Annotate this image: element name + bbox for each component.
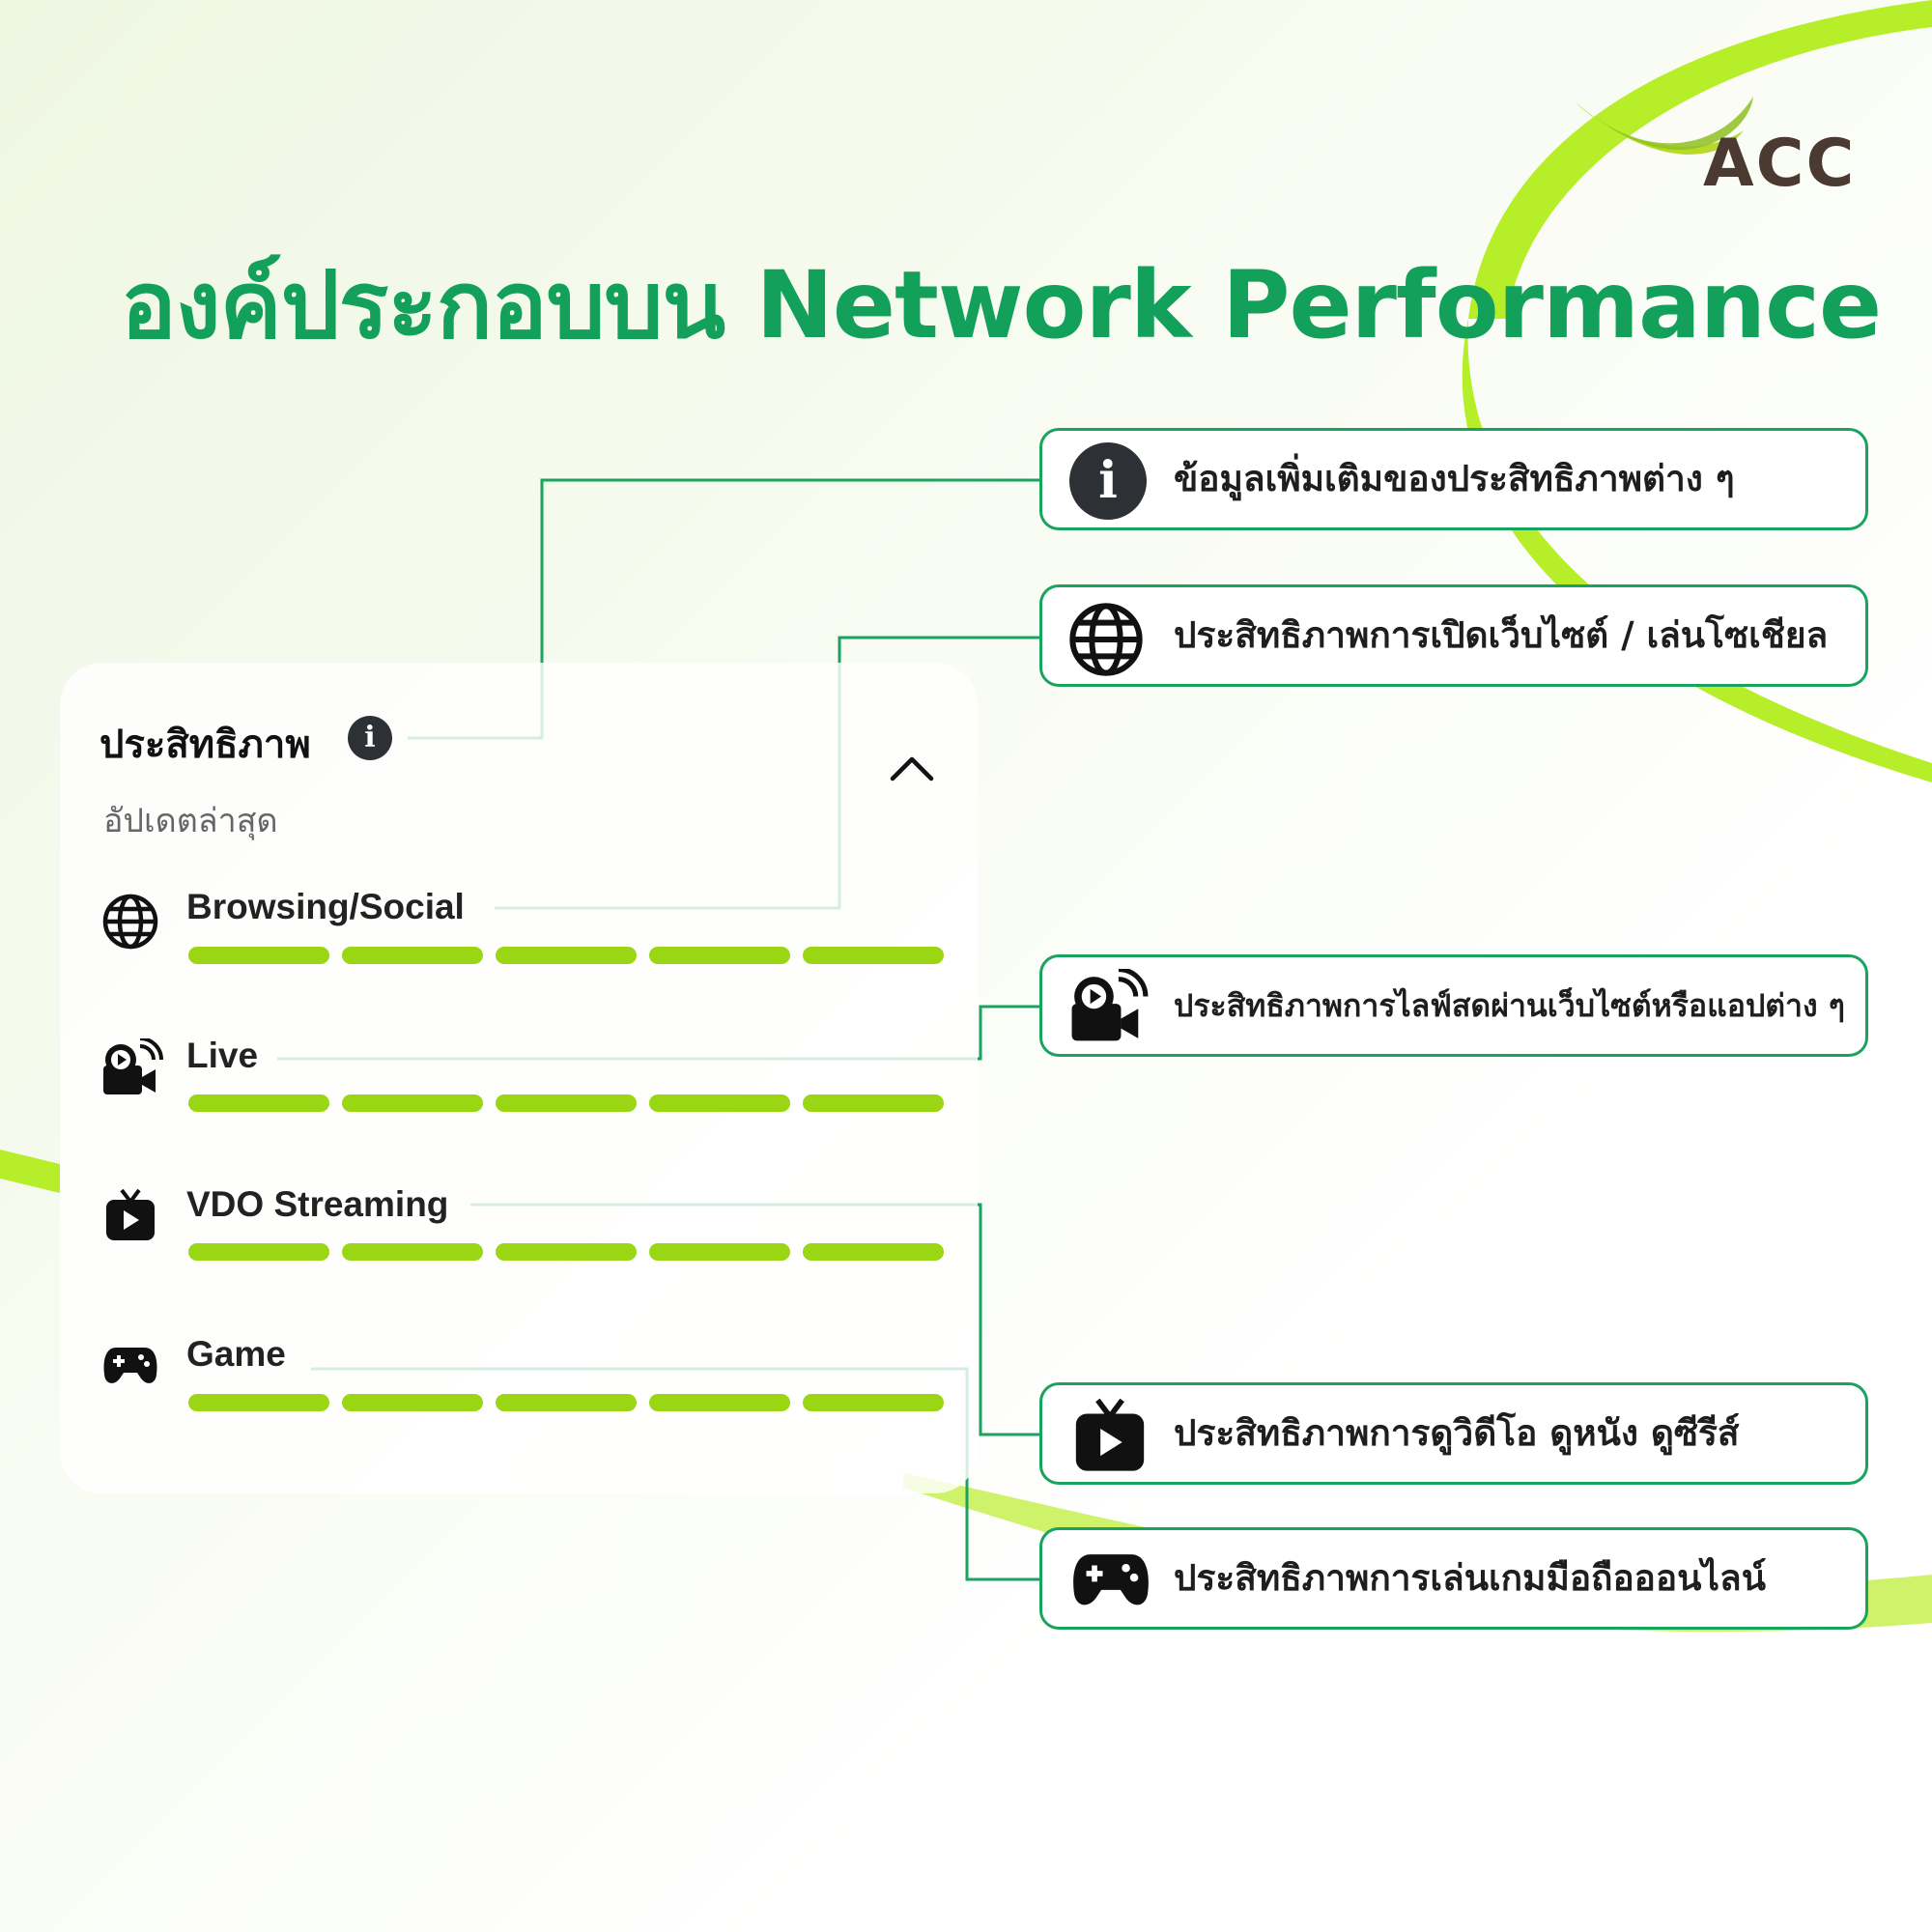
bar-segment bbox=[496, 1094, 637, 1112]
callout-info: i ข้อมูลเพิ่มเติมของประสิทธิภาพต่าง ๆ bbox=[1039, 428, 1868, 530]
bar-segment bbox=[496, 1243, 637, 1261]
bar-segment bbox=[188, 1094, 329, 1112]
performance-bars-live bbox=[188, 1094, 944, 1112]
acc-logo-text: ACC bbox=[1703, 126, 1857, 202]
row-label-vdo: VDO Streaming bbox=[186, 1184, 449, 1224]
gamepad-icon bbox=[103, 1348, 157, 1383]
ribbon-top-right bbox=[1468, 0, 1932, 319]
bar-segment bbox=[188, 1243, 329, 1261]
row-label-game: Game bbox=[186, 1334, 286, 1374]
row-label-live: Live bbox=[186, 1036, 259, 1075]
page-title: องค์ประกอบบน Network Performance bbox=[121, 251, 1882, 359]
bar-segment bbox=[649, 1094, 790, 1112]
bar-segment bbox=[803, 947, 944, 964]
ribbon-left bbox=[0, 1150, 60, 1193]
performance-bars-browsing bbox=[188, 947, 944, 964]
globe-icon bbox=[1069, 603, 1143, 676]
bar-segment bbox=[496, 1394, 637, 1411]
bar-segment bbox=[649, 1394, 790, 1411]
callout-text: ประสิทธิภาพการไลฟ์สดผ่านเว็บไซต์หรือแอปต… bbox=[1174, 987, 1845, 1024]
bar-segment bbox=[803, 1094, 944, 1112]
bar-segment bbox=[342, 1094, 483, 1112]
live-camera-icon bbox=[103, 1038, 163, 1094]
acc-logo-swoosh bbox=[1575, 97, 1753, 155]
globe-icon bbox=[102, 894, 158, 950]
bar-segment bbox=[342, 1243, 483, 1261]
ribbon-arc bbox=[1462, 319, 1932, 782]
tv-play-icon bbox=[1075, 1398, 1145, 1471]
callout-live: ประสิทธิภาพการไลฟ์สดผ่านเว็บไซต์หรือแอปต… bbox=[1039, 954, 1868, 1057]
info-icon: i bbox=[1069, 442, 1147, 520]
bar-segment bbox=[649, 947, 790, 964]
bar-segment bbox=[342, 947, 483, 964]
bar-segment bbox=[803, 1394, 944, 1411]
bar-segment bbox=[649, 1243, 790, 1261]
callout-text: ประสิทธิภาพการดูวิดีโอ ดูหนัง ดูซีรีส์ bbox=[1174, 1412, 1740, 1454]
info-icon[interactable]: i bbox=[348, 716, 392, 760]
bar-segment bbox=[496, 947, 637, 964]
panel-subtitle: อัปเดตล่าสุด bbox=[103, 802, 278, 840]
callout-game: ประสิทธิภาพการเล่นเกมมือถือออนไลน์ bbox=[1039, 1527, 1868, 1630]
callout-text: ประสิทธิภาพการเล่นเกมมือถือออนไลน์ bbox=[1174, 1557, 1766, 1599]
row-label-browsing: Browsing/Social bbox=[186, 887, 465, 926]
tv-play-icon bbox=[106, 1188, 155, 1240]
gamepad-icon bbox=[1073, 1554, 1149, 1605]
bar-segment bbox=[342, 1394, 483, 1411]
panel-heading: ประสิทธิภาพ bbox=[99, 723, 311, 767]
performance-bars-game bbox=[188, 1394, 944, 1411]
chevron-up-icon[interactable] bbox=[889, 753, 935, 782]
performance-panel bbox=[60, 663, 978, 1493]
performance-bars-vdo bbox=[188, 1243, 944, 1261]
bar-segment bbox=[188, 1394, 329, 1411]
callout-text: ประสิทธิภาพการเปิดเว็บไซต์ / เล่นโซเชียล bbox=[1174, 614, 1829, 656]
callout-text: ข้อมูลเพิ่มเติมของประสิทธิภาพต่าง ๆ bbox=[1174, 458, 1735, 499]
bar-segment bbox=[803, 1243, 944, 1261]
bar-segment bbox=[188, 947, 329, 964]
callout-vdo: ประสิทธิภาพการดูวิดีโอ ดูหนัง ดูซีรีส์ bbox=[1039, 1382, 1868, 1485]
callout-browsing: ประสิทธิภาพการเปิดเว็บไซต์ / เล่นโซเชียล bbox=[1039, 584, 1868, 687]
live-camera-icon bbox=[1071, 969, 1149, 1041]
